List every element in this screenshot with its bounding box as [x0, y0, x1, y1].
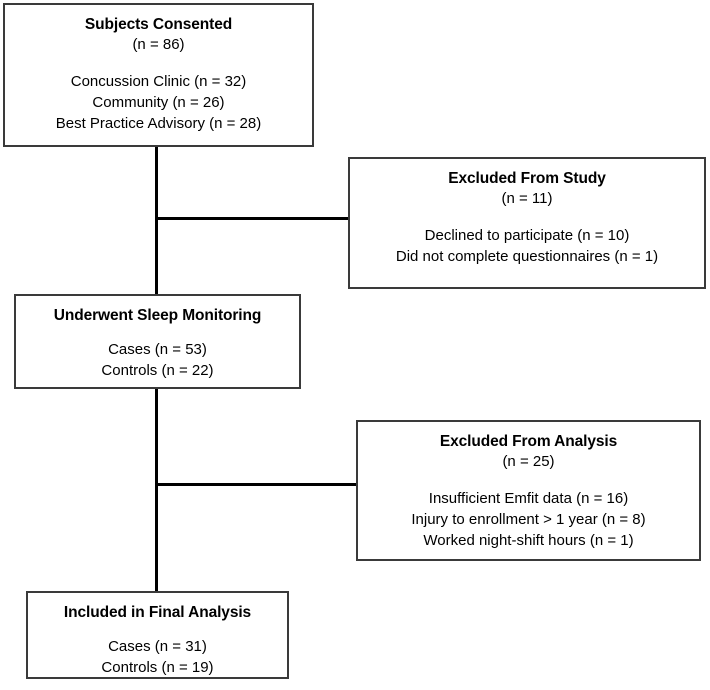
node-details: Insufficient Emfit data (n = 16) Injury …	[358, 488, 699, 551]
node-detail-line: Controls (n = 22)	[101, 362, 214, 379]
node-count: (n = 86)	[132, 36, 185, 53]
node-detail-line: Declined to participate (n = 10)	[424, 227, 630, 244]
node-detail-line: Insufficient Emfit data (n = 16)	[428, 490, 629, 507]
node-included-in-final-analysis: Included in Final Analysis Cases (n = 31…	[26, 591, 289, 679]
node-title: Excluded From Analysis	[439, 433, 618, 450]
node-title: Subjects Consented	[84, 16, 233, 33]
node-excluded-from-study: Excluded From Study (n = 11) Declined to…	[348, 157, 706, 289]
node-underwent-sleep-monitoring: Underwent Sleep Monitoring Cases (n = 53…	[14, 294, 301, 389]
node-details: Cases (n = 53) Controls (n = 22)	[16, 339, 299, 381]
node-detail-line: Best Practice Advisory (n = 28)	[55, 115, 262, 132]
connector-branch-excluded-analysis	[155, 483, 357, 486]
connector-branch-excluded-study	[155, 217, 349, 220]
node-detail-line: Worked night-shift hours (n = 1)	[423, 532, 634, 549]
node-title: Excluded From Study	[448, 170, 606, 187]
node-detail-line: Did not complete questionnaires (n = 1)	[395, 248, 659, 265]
node-detail-line: Community (n = 26)	[92, 94, 225, 111]
node-details: Declined to participate (n = 10) Did not…	[350, 225, 704, 267]
node-subjects-consented: Subjects Consented (n = 86) Concussion C…	[3, 3, 314, 147]
node-title: Included in Final Analysis	[63, 604, 252, 621]
node-details: Concussion Clinic (n = 32) Community (n …	[5, 71, 312, 134]
node-detail-line: Injury to enrollment > 1 year (n = 8)	[411, 511, 646, 528]
node-details: Cases (n = 31) Controls (n = 19)	[28, 636, 287, 678]
node-count: (n = 25)	[502, 453, 555, 470]
node-title: Underwent Sleep Monitoring	[53, 307, 262, 324]
node-detail-line: Controls (n = 19)	[101, 659, 214, 676]
node-detail-line: Cases (n = 31)	[108, 638, 207, 655]
node-count: (n = 11)	[501, 190, 553, 207]
node-detail-line: Cases (n = 53)	[108, 341, 207, 358]
node-detail-line: Concussion Clinic (n = 32)	[70, 73, 247, 90]
node-excluded-from-analysis: Excluded From Analysis (n = 25) Insuffic…	[356, 420, 701, 561]
connector-consented-to-monitoring	[155, 147, 158, 295]
connector-monitoring-to-final	[155, 389, 158, 592]
